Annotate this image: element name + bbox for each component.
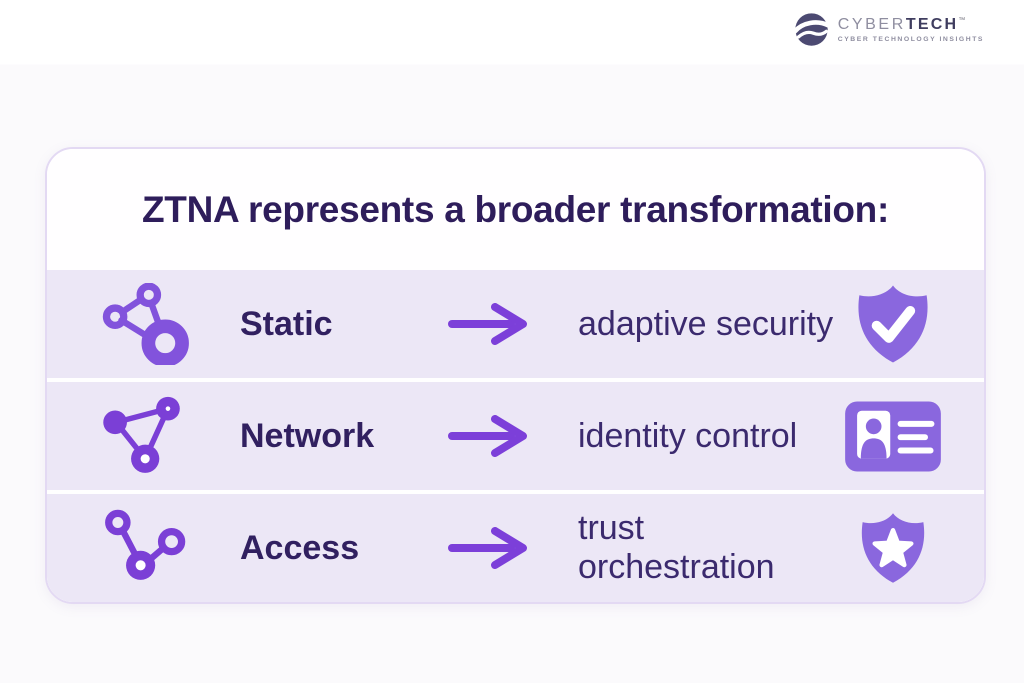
row-to-label: identity control (578, 416, 798, 455)
network-triangle-icon (99, 395, 194, 477)
brand-name-primary: CYBER (837, 15, 906, 33)
arrow-right-icon (430, 415, 550, 457)
ztna-transformation-card: ZTNA represents a broader transformation… (45, 147, 986, 604)
transformation-row-static: Static adaptive security (47, 270, 984, 378)
network-nodes-icon (99, 283, 194, 365)
row-from-label: Network (240, 416, 375, 455)
row-from-label: Static (240, 304, 333, 343)
card-title: ZTNA represents a broader transformation… (141, 188, 890, 230)
row-to-label: trust orchestration (578, 509, 775, 586)
arrow-right-icon (430, 303, 550, 345)
transformation-row-network: Network identity control (47, 382, 984, 490)
row-to-label: adaptive security (578, 304, 834, 343)
shield-check-icon (842, 283, 944, 365)
card-header: ZTNA represents a broader transformation… (47, 149, 984, 270)
brand-name-secondary: TECH (905, 15, 959, 33)
brand-tagline: CYBER TECHNOLOGY INSIGHTS (837, 35, 984, 43)
cybertech-swirl-logo-icon (792, 13, 830, 46)
transformation-rows: Static adaptive security (47, 270, 984, 602)
id-card-icon (842, 396, 944, 477)
network-chain-icon (99, 507, 194, 589)
arrow-right-icon (430, 527, 550, 569)
row-from-label: Access (240, 528, 360, 567)
shield-star-icon (842, 511, 944, 585)
trademark-symbol: ™ (958, 16, 966, 24)
transformation-row-access: Access trust orchestration (47, 494, 984, 602)
